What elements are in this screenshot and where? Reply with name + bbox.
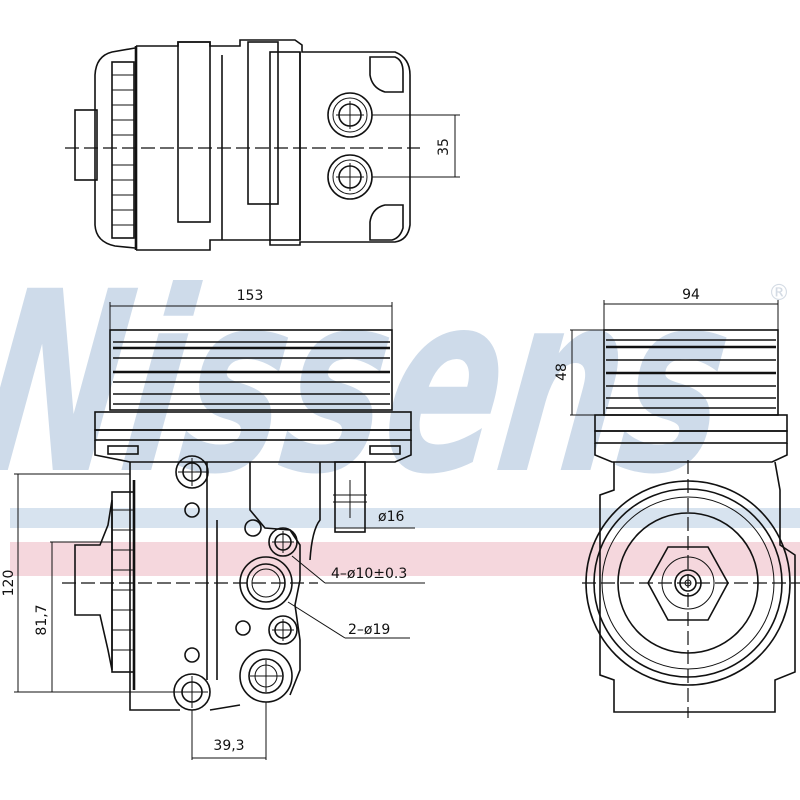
front-housing-curve [309, 462, 321, 561]
registered-mark: ® [768, 281, 790, 306]
top-column-3 [269, 51, 301, 241]
top-port-lower [327, 154, 373, 200]
front-base-flange [94, 411, 412, 463]
side-base-flange [594, 414, 788, 463]
top-view: 35 [65, 39, 460, 251]
callout-4x10-label: 4–ø10±0.3 [331, 566, 407, 582]
leader-line [287, 601, 346, 639]
callout-16-label: ø16 [378, 509, 404, 525]
side-core-plates [603, 329, 779, 416]
callout-2x19-label: 2–ø19 [348, 622, 390, 638]
front-rib-lines [112, 509, 134, 651]
front-port-lower [239, 649, 293, 703]
dim-153-label: 153 [237, 288, 264, 304]
top-column-2 [247, 41, 279, 205]
top-port-upper [327, 92, 373, 138]
front-core-plates [109, 329, 393, 411]
top-left-housing [94, 47, 136, 249]
watermark-logo-text: Nissens [0, 239, 746, 530]
dim-81-7-label: 81,7 [34, 604, 50, 635]
dim-120-label: 120 [1, 570, 17, 597]
front-pipe-16: ø16 [333, 461, 415, 533]
front-mounting-holes [173, 455, 298, 711]
top-cap-knob [74, 109, 98, 181]
dim-48-label: 48 [554, 363, 570, 381]
watermark: Nissens ® [0, 239, 800, 576]
top-corner-pocket [369, 204, 404, 241]
top-rib-lines [112, 74, 134, 226]
dim-35-label: 35 [436, 138, 452, 156]
top-ribbed-ring [111, 61, 135, 239]
top-column-1 [177, 41, 211, 223]
dim-94-label: 94 [682, 287, 700, 303]
dim-39-3-label: 39,3 [213, 738, 244, 754]
side-view: 94 48 [554, 287, 800, 718]
leader-line [291, 555, 326, 584]
top-corner-pocket [369, 56, 404, 93]
side-housing-outline [599, 461, 796, 713]
front-view: 153 [1, 288, 425, 760]
top-body-outline [136, 39, 411, 251]
